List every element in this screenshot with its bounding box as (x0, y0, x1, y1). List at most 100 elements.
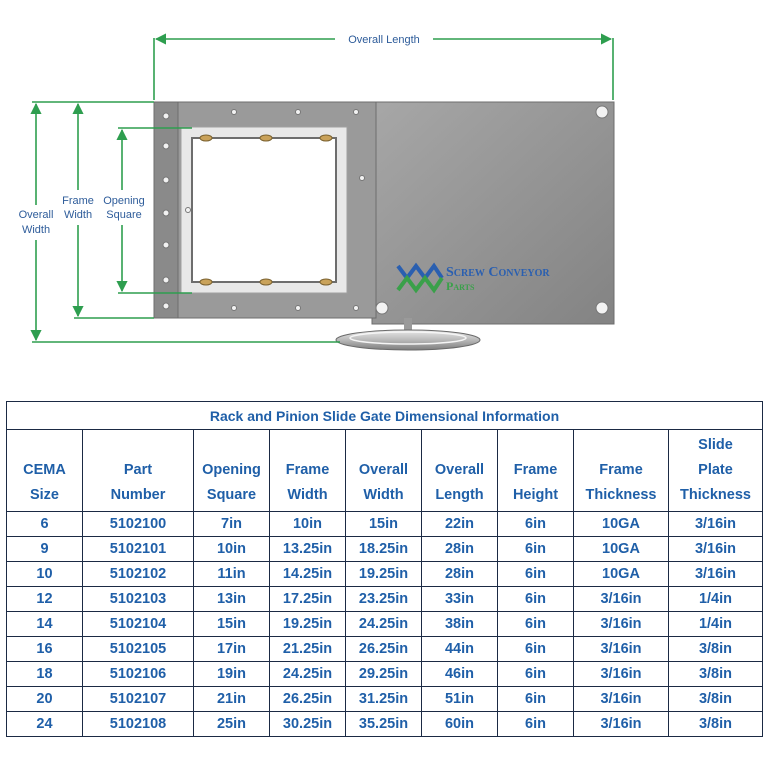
logo: Screw Conveyor Parts (396, 262, 550, 294)
column-header-line: Frame (513, 462, 558, 478)
table-cell: 3/8in (668, 636, 763, 662)
column-header-line: Thickness (680, 487, 751, 503)
brass-clips (199, 134, 333, 286)
table-cell: 23.25in (345, 586, 422, 612)
table-cell: 3/16in (668, 536, 763, 562)
column-header-line: Width (363, 487, 404, 503)
column-header-line: Overall (434, 462, 485, 478)
dimension-table: Rack and Pinion Slide Gate Dimensional I… (6, 401, 763, 737)
table-cell: 3/16in (573, 711, 669, 737)
table-cell: 17.25in (269, 586, 346, 612)
table-cell: 5102105 (82, 636, 194, 662)
table-caption: Rack and Pinion Slide Gate Dimensional I… (6, 401, 763, 430)
table-cell: 5102104 (82, 611, 194, 637)
table-cell: 33in (421, 586, 498, 612)
column-header-line: Number (110, 487, 166, 503)
table-cell: 26.25in (345, 636, 422, 662)
table-cell: 3/16in (573, 686, 669, 712)
column-header-line: Square (206, 487, 257, 503)
table-cell: 13in (193, 586, 270, 612)
table-cell: 5102102 (82, 561, 194, 587)
table-cell: 6 (6, 511, 83, 537)
column-header-line: Length (435, 487, 484, 503)
handwheel-icon (335, 318, 481, 351)
overall-length-label: Overall Length (348, 34, 420, 46)
logo-line1: Screw Conveyor (446, 265, 550, 280)
frame-width-label-line1: Frame (62, 195, 94, 207)
column-header-line: Part (123, 462, 153, 478)
slide-gate-drawing: Screw Conveyor Parts Overall Length Over… (19, 33, 615, 351)
table-cell: 60in (421, 711, 498, 737)
column-header-line: Opening (202, 462, 261, 478)
table-cell: 13.25in (269, 536, 346, 562)
table-cell: 6in (497, 686, 574, 712)
table-cell: 29.25in (345, 661, 422, 687)
flange-bolts (162, 105, 609, 315)
opening-square (191, 137, 337, 283)
table-cell: 20 (6, 686, 83, 712)
table-cell: 12 (6, 586, 83, 612)
column-header: CEMA Size (6, 429, 83, 512)
slide-plate (371, 101, 615, 325)
column-header-line: Height (512, 487, 559, 503)
table-cell: 28in (421, 536, 498, 562)
table-cell: 6in (497, 636, 574, 662)
table-cell: 3/16in (668, 511, 763, 537)
table-cell: 19.25in (345, 561, 422, 587)
table-cell: 1/4in (668, 586, 763, 612)
table-cell: 6in (497, 511, 574, 537)
table-cell: 10GA (573, 536, 669, 562)
table-cell: 46in (421, 661, 498, 687)
table-cell: 51in (421, 686, 498, 712)
table-cell: 7in (193, 511, 270, 537)
table-cell: 6in (497, 536, 574, 562)
column-header-line: Width (287, 487, 328, 503)
table-cell: 14 (6, 611, 83, 637)
table-cell: 31.25in (345, 686, 422, 712)
overall-width-label-line2: Width (22, 224, 50, 236)
table-cell: 21.25in (269, 636, 346, 662)
table-cell: 3/8in (668, 661, 763, 687)
column-header-line: Frame (285, 462, 330, 478)
table-cell: 3/16in (573, 661, 669, 687)
table-cell: 3/16in (573, 611, 669, 637)
table-cell: 21in (193, 686, 270, 712)
opening-square-label-line1: Opening (103, 195, 145, 207)
table-cell: 16 (6, 636, 83, 662)
table-cell: 38in (421, 611, 498, 637)
table-cell: 15in (193, 611, 270, 637)
table-cell: 10in (193, 536, 270, 562)
column-header-line: CEMA (23, 462, 66, 478)
table-cell: 28in (421, 561, 498, 587)
table-cell: 6in (497, 611, 574, 637)
table-cell: 24.25in (269, 661, 346, 687)
table-cell: 6in (497, 661, 574, 687)
table-cell: 5102101 (82, 536, 194, 562)
table-cell: 5102107 (82, 686, 194, 712)
table-cell: 15in (345, 511, 422, 537)
column-header-line: Size (29, 487, 59, 503)
table-cell: 14.25in (269, 561, 346, 587)
table-cell: 19in (193, 661, 270, 687)
table-cell: 10GA (573, 561, 669, 587)
table-cell: 5102106 (82, 661, 194, 687)
table-cell: 17in (193, 636, 270, 662)
table-cell: 11in (193, 561, 270, 587)
column-header-line: Slide (698, 437, 733, 453)
table-cell: 6in (497, 561, 574, 587)
opening-square-label-line2: Square (106, 209, 141, 221)
